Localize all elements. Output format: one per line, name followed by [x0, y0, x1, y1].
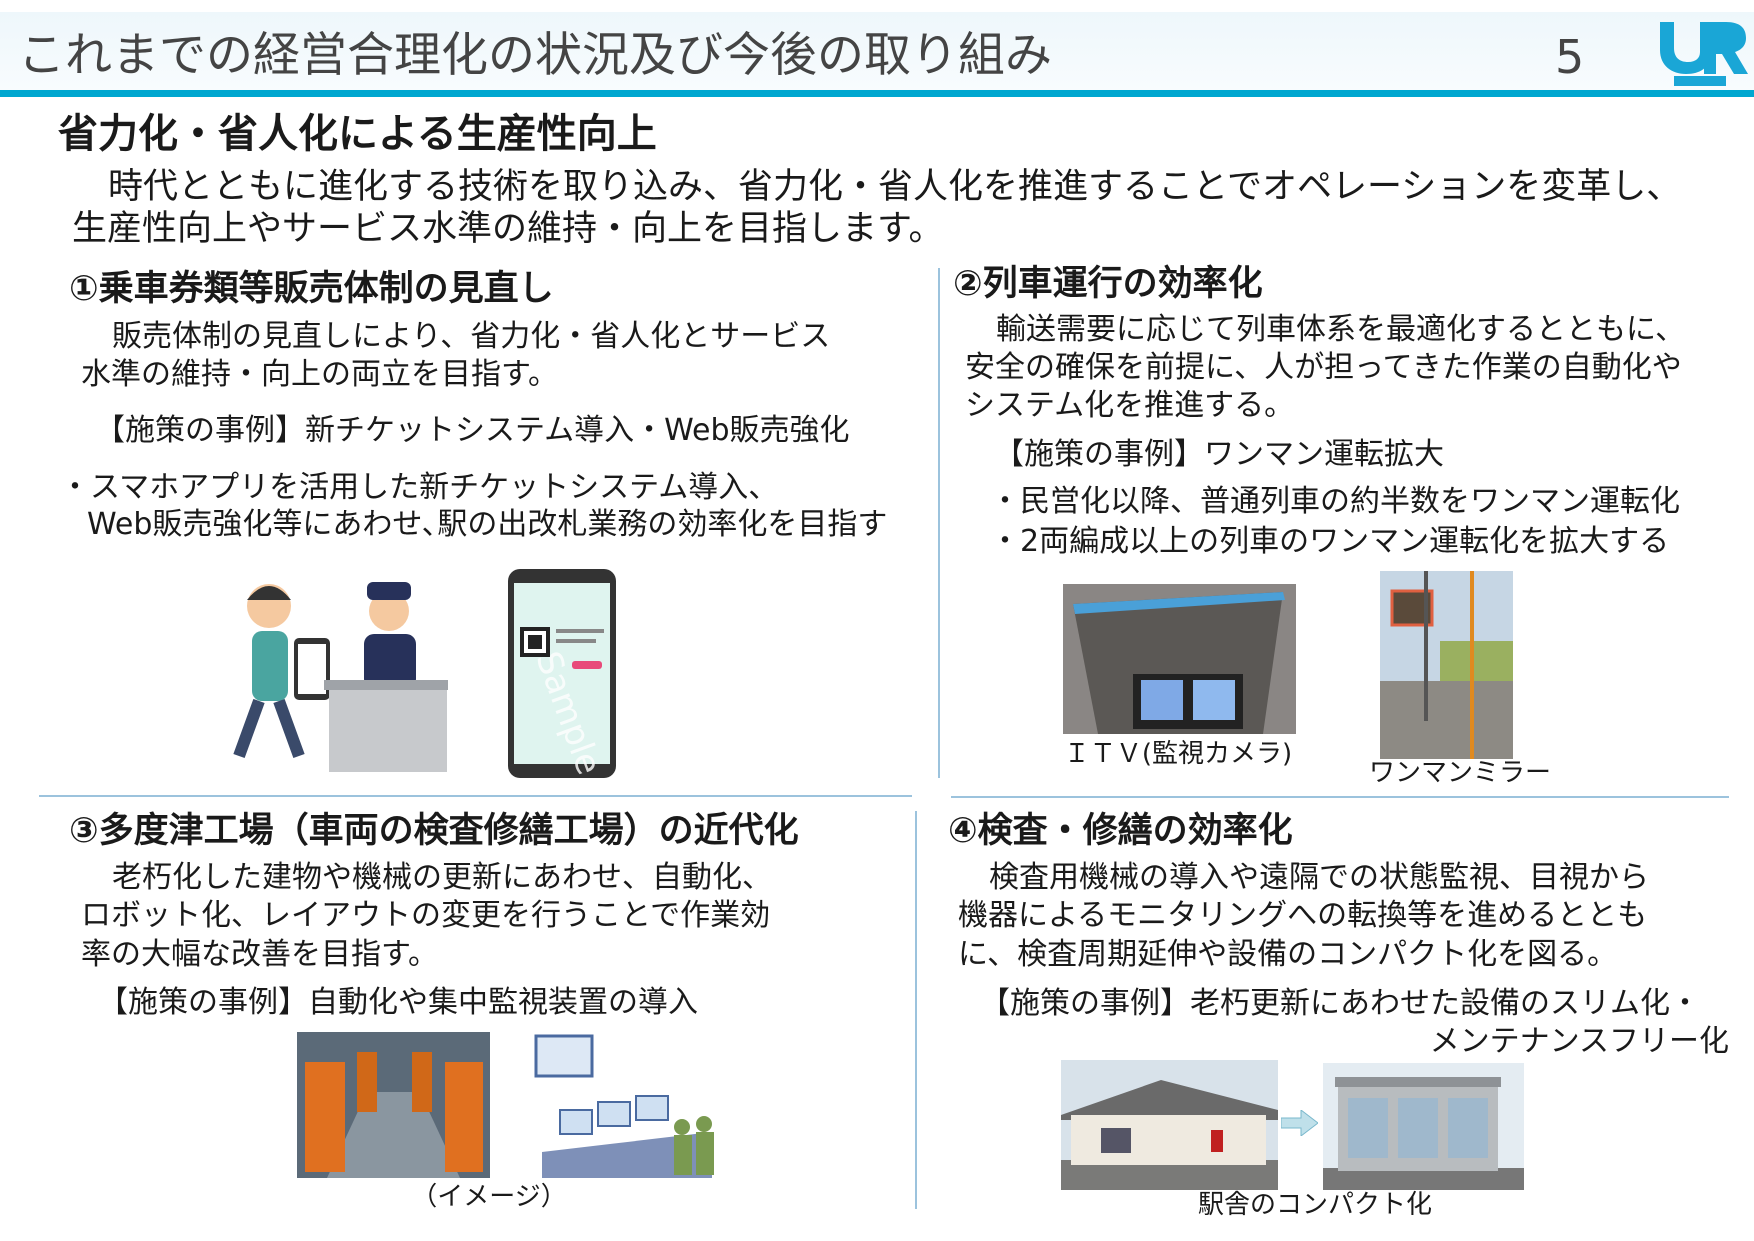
- section-example: 【施策の事例】新チケットシステム導入・Web販売強化: [95, 413, 850, 448]
- divider-vertical: [938, 268, 940, 778]
- ticket-window-illustration: [233, 582, 448, 772]
- divider-vertical: [915, 811, 917, 1209]
- section-body: 輸送需要に応じて列車体系を最適化するとともに、: [996, 312, 1686, 347]
- section-example: 【施策の事例】老朽更新にあわせた設備のスリム化・: [980, 986, 1700, 1021]
- divider-horizontal: [951, 796, 1729, 798]
- section-title: ④検査・修繕の効率化: [948, 811, 1293, 851]
- image-caption: 駅舎のコンパクト化: [1197, 1190, 1433, 1220]
- section-body: 水準の維持・向上の両立を目指す。: [81, 357, 558, 392]
- old-station-photo: [1061, 1060, 1278, 1190]
- divider-horizontal: [39, 795, 912, 797]
- compact-station-photo: [1323, 1063, 1524, 1190]
- section-example: 【施策の事例】自動化や集中監視装置の導入: [98, 985, 698, 1020]
- intro-line: 生産性向上やサービス水準の維持・向上を目指します。: [72, 209, 944, 249]
- section-title: ①乗車券類等販売体制の見直し: [69, 269, 554, 309]
- intro-line: 時代とともに進化する技術を取り込み、省力化・省人化を推進することでオペレーション…: [108, 167, 1682, 207]
- section-example: メンテナンスフリー化: [1429, 1024, 1729, 1059]
- header-accent-line: [0, 90, 1754, 97]
- image-caption: （イメージ）: [411, 1182, 567, 1212]
- header-band: [0, 12, 1754, 92]
- factory-robot-image: [297, 1032, 490, 1178]
- arrow-right-icon: [1281, 1110, 1318, 1136]
- section-body: 安全の確保を前提に、人が担ってきた作業の自動化や: [965, 350, 1682, 385]
- page-number: 5: [1555, 30, 1585, 84]
- control-room-illustration: [534, 1034, 714, 1178]
- section-title: ③多度津工場（車両の検査修繕工場）の近代化: [69, 811, 799, 851]
- section-body: 販売体制の見直しにより、省力化・省人化とサービス: [112, 319, 831, 354]
- image-caption: ワンマンミラー: [1368, 758, 1552, 788]
- itv-camera-photo: [1063, 584, 1296, 734]
- one-man-mirror-photo: [1380, 571, 1513, 759]
- section-body: 率の大幅な改善を目指す。: [81, 937, 438, 972]
- section-body: ロボット化、レイアウトの変更を行うことで作業効: [81, 898, 771, 933]
- section-body: 検査用機械の導入や遠隔での状態監視、目視から: [989, 860, 1649, 895]
- section-body: 老朽化した建物や機械の更新にあわせ、自動化、: [112, 860, 772, 895]
- bullet: ・民営化以降、普通列車の約半数をワンマン運転化: [990, 484, 1680, 519]
- section-body: に、検査周期延伸や設備のコンパクト化を図る。: [958, 937, 1618, 972]
- jr-logo-icon: [1660, 22, 1748, 86]
- bullet: ・2両編成以上の列車のワンマン運転化を拡大する: [990, 524, 1670, 559]
- section-body: 機器によるモニタリングへの転換等を進めるととも: [958, 898, 1648, 933]
- image-caption: ＩＴＶ(監視カメラ): [1063, 739, 1293, 769]
- section-body: システム化を推進する。: [965, 388, 1295, 423]
- smartphone-app-image: Sample: [508, 569, 616, 780]
- section-example: 【施策の事例】ワンマン運転拡大: [994, 437, 1444, 472]
- slide-title: これまでの経営合理化の状況及び今後の取り組み: [18, 28, 1052, 83]
- section-title: ②列車運行の効率化: [953, 264, 1263, 304]
- bullet: ・スマホアプリを活用した新チケットシステム導入、: [60, 470, 779, 505]
- main-heading: 省力化・省人化による生産性向上: [58, 111, 657, 157]
- bullet: Web販売強化等にあわせ､駅の出改札業務の効率化を目指す: [87, 507, 888, 542]
